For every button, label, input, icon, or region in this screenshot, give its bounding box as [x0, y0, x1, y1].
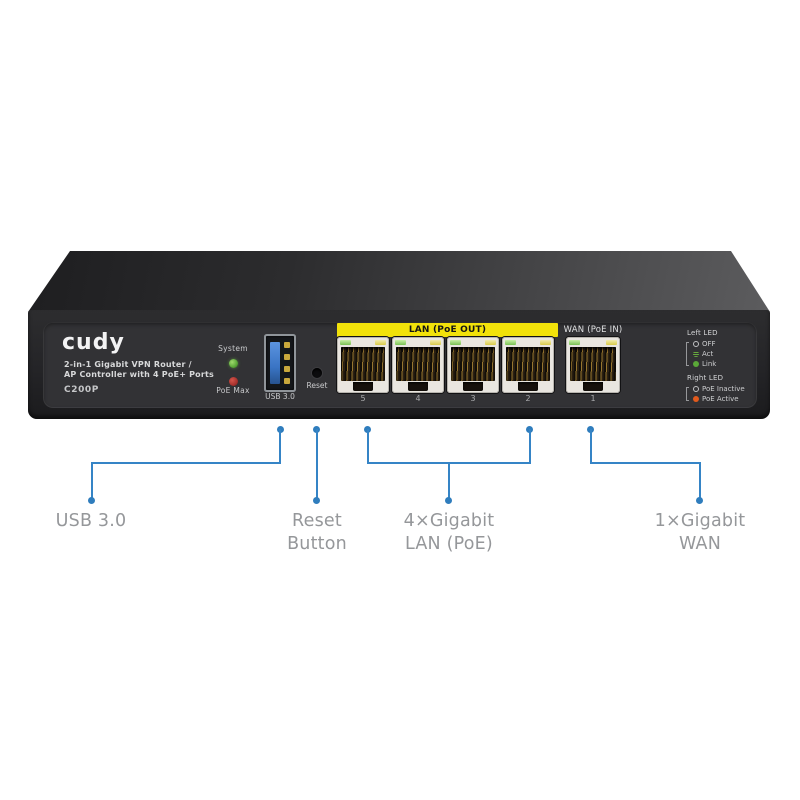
reset-button: [312, 368, 322, 378]
usb-callout-dot-bottom: [88, 497, 95, 504]
legend-row-off: OFF: [693, 339, 770, 349]
port-poe-led: [430, 340, 441, 345]
port-link-led: [569, 340, 580, 345]
usb-callout-line: [279, 429, 281, 463]
product-title-line2: AP Controller with 4 PoE+ Ports: [64, 370, 215, 379]
usb-3-0-port: [266, 336, 294, 390]
usb-tongue: [270, 342, 280, 384]
rj45-clip-notch: [518, 382, 538, 391]
port-link-led: [505, 340, 516, 345]
lan-port-2: [502, 337, 554, 393]
port-number-1: 1: [590, 394, 596, 403]
rj45-clip-notch: [463, 382, 483, 391]
usb-callout-line: [91, 462, 281, 464]
port-link-led: [450, 340, 461, 345]
lan-port-4: [392, 337, 444, 393]
reset-callout-dot-bottom: [313, 497, 320, 504]
wan-poe-in-banner: WAN (PoE IN): [563, 325, 623, 335]
port-poe-led: [540, 340, 551, 345]
lan-port-3: [447, 337, 499, 393]
brand-logo: cudy: [62, 330, 125, 355]
wan-callout-line: [590, 462, 701, 464]
port-poe-led: [606, 340, 617, 345]
callout-label-wan: 1×Gigabit WAN: [654, 511, 746, 554]
system-led-green: [229, 359, 238, 368]
usb-callout-line: [91, 462, 93, 500]
callout-label-lan: 4×Gigabit LAN (PoE): [403, 511, 495, 554]
port-number-5: 5: [360, 394, 366, 403]
legend-row-act: Act: [693, 349, 770, 359]
port-number-2: 2: [525, 394, 531, 403]
model-number: C200P: [64, 385, 99, 395]
legend-bracket: [686, 342, 689, 366]
led-green-icon: [693, 361, 699, 367]
reset-caption: Reset: [306, 381, 328, 390]
wan-callout-dot-bottom: [696, 497, 703, 504]
rj45-cavity: [341, 347, 385, 381]
wan-callout-line: [699, 462, 701, 500]
led-off-icon: [693, 386, 699, 392]
lan-callout-line: [448, 462, 450, 500]
lan-callout-dot-bottom: [445, 497, 452, 504]
wan-port-1: [566, 337, 620, 393]
callout-label-usb: USB 3.0: [55, 511, 127, 531]
legend-row-poe-active: PoE Active: [693, 394, 770, 404]
rj45-cavity: [570, 347, 616, 381]
poe-max-led-label: PoE Max: [216, 386, 250, 395]
wan-callout-line: [590, 429, 592, 463]
led-blink-icon: [693, 351, 699, 357]
callout-label-reset: Reset Button: [287, 511, 347, 554]
right-led-rows: PoE Inactive PoE Active: [686, 384, 770, 404]
rj45-cavity: [451, 347, 495, 381]
lan-callout-line: [367, 429, 369, 463]
rj45-clip-notch: [583, 382, 603, 391]
product-title: 2-in-1 Gigabit VPN Router / AP Controlle…: [64, 360, 214, 380]
led-orange-icon: [693, 396, 699, 402]
rj45-clip-notch: [353, 382, 373, 391]
reset-callout-line: [316, 429, 318, 500]
usb-port-caption: USB 3.0: [265, 392, 295, 401]
lan-port-5: [337, 337, 389, 393]
legend-row-link: Link: [693, 359, 770, 369]
left-led-rows: OFF Act Link: [686, 339, 770, 369]
product-title-line1: 2-in-1 Gigabit VPN Router /: [64, 360, 192, 369]
usb-pins: [284, 342, 290, 384]
system-led-label: System: [218, 344, 248, 353]
led-legend: Left LED OFF Act Link Right LED PoE Inac…: [684, 329, 770, 404]
port-poe-led: [375, 340, 386, 345]
port-number-4: 4: [415, 394, 421, 403]
rj45-clip-notch: [408, 382, 428, 391]
lan-poe-out-banner: LAN (PoE OUT): [337, 323, 558, 337]
port-link-led: [340, 340, 351, 345]
port-poe-led: [485, 340, 496, 345]
router-top-surface: [28, 251, 770, 312]
led-off-icon: [693, 341, 699, 347]
left-led-title: Left LED: [687, 329, 718, 337]
port-link-led: [395, 340, 406, 345]
port-number-3: 3: [470, 394, 476, 403]
right-led-title: Right LED: [687, 374, 724, 382]
legend-bracket: [686, 387, 689, 401]
legend-row-poe-inactive: PoE Inactive: [693, 384, 770, 394]
poe-max-led-red: [229, 377, 238, 386]
rj45-cavity: [506, 347, 550, 381]
rj45-cavity: [396, 347, 440, 381]
lan-callout-line: [529, 429, 531, 463]
